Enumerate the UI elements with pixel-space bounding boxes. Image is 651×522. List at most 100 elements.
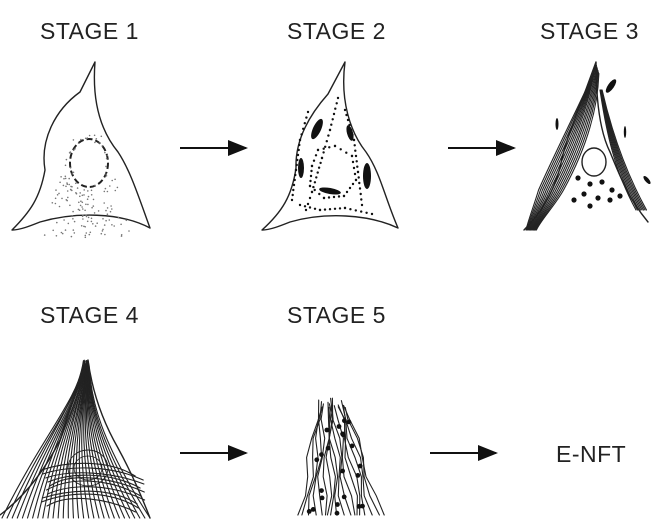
stage-1-granule: [83, 194, 85, 196]
stage-2-dot: [324, 146, 326, 148]
stage-2-neuron: [262, 62, 398, 230]
stage-1-granule: [107, 207, 109, 209]
stage-2-dot: [360, 210, 362, 212]
stage-1-granule: [63, 178, 65, 180]
stage-3-neuron: [524, 62, 651, 230]
stage-2-dot: [309, 185, 311, 187]
stage-1-granule: [66, 159, 68, 161]
stage-1-granule: [65, 176, 67, 178]
stage-1-granule: [105, 166, 107, 168]
stage-1-granule: [89, 234, 91, 236]
stage-1-granule: [65, 178, 67, 180]
stage-1-granule: [56, 235, 58, 237]
stage-1-granule: [60, 176, 62, 178]
stage-3-fibrils: [526, 64, 647, 230]
stage-1-granule: [88, 217, 90, 219]
stage-1-granule: [91, 221, 93, 223]
stage-3-granule: [571, 197, 576, 202]
stage-2-dot: [340, 148, 342, 150]
stage-1-granule: [98, 210, 100, 212]
stage-1-granule: [78, 142, 80, 144]
stage-1-granule: [92, 223, 94, 225]
stage-5-granule: [314, 457, 319, 462]
stage-5-granule: [342, 495, 347, 500]
stage-2-dot: [310, 170, 312, 172]
stage-1-granule: [111, 208, 113, 210]
stage-1-granule: [55, 189, 57, 191]
stage-2-dot: [298, 144, 300, 146]
stage-5-granule: [337, 424, 342, 429]
stage-2-dot: [314, 189, 316, 191]
stage-1-granule: [104, 152, 106, 154]
stage-1-granule: [81, 206, 83, 208]
stage-1-granule: [88, 196, 90, 198]
stage-2-inclusion: [309, 117, 326, 140]
stage-2-dot: [304, 122, 306, 124]
stage-3-inclusion: [604, 78, 618, 95]
stage-1-granule: [74, 221, 76, 223]
stage-1-granule: [73, 139, 75, 141]
stage-2-dot: [349, 187, 351, 189]
stage-1-granule: [80, 139, 82, 141]
stage-1-granule: [73, 229, 75, 231]
stage-2-dot: [323, 148, 325, 150]
stage-5-granule: [307, 509, 312, 514]
stage-2-dot: [313, 160, 315, 162]
stage-1-granule: [91, 194, 93, 196]
stage-1-granule: [57, 194, 59, 196]
stage-2-dot: [318, 193, 320, 195]
stage-5-granule: [340, 469, 345, 474]
stage-2-dot: [309, 180, 311, 182]
stage-1-granule: [61, 198, 63, 200]
stage-1-granule: [56, 222, 58, 224]
stage-1-granule: [71, 190, 73, 192]
stage-2-dot: [302, 128, 304, 130]
stage-3-granule: [607, 197, 612, 202]
stage-2-dot: [358, 182, 360, 184]
stage-2-dot: [327, 134, 329, 136]
stage-1-granule: [68, 223, 70, 225]
stage-1-granule: [87, 204, 89, 206]
stage-2-dot: [322, 151, 324, 153]
stage-1-granule: [111, 224, 113, 226]
stage-1-neuron: [12, 62, 150, 238]
stage-1-granule: [95, 225, 97, 227]
stage-2-dot: [321, 157, 323, 159]
stage-5-granule: [326, 446, 331, 451]
stage-2-dot: [356, 160, 358, 162]
stage-2-dot: [345, 152, 347, 154]
stage-2-dot: [344, 109, 346, 111]
stage-1-granule: [78, 202, 80, 204]
stage-1-granule: [98, 142, 100, 144]
stage-2-dot: [309, 206, 311, 208]
stage-1-granule: [80, 200, 82, 202]
stage-1-granule: [106, 175, 108, 177]
stage-2-dot: [358, 176, 360, 178]
stage-3-inclusion: [624, 126, 626, 138]
stage-1-granule: [101, 233, 103, 235]
stage-5-granule: [335, 511, 340, 516]
stage-1-granule: [102, 218, 104, 220]
stage-5-granule: [325, 428, 330, 433]
stage-2-dot: [319, 162, 321, 164]
stage-1-granule: [105, 188, 107, 190]
stage-1-granule: [93, 199, 95, 201]
stage-1-granule: [71, 236, 73, 238]
stage-1-granule: [79, 196, 81, 198]
stage-1-granule: [72, 216, 74, 218]
stage-1-granule: [71, 173, 73, 175]
stage-2-dot: [332, 118, 334, 120]
stage-2-dot: [294, 174, 296, 176]
stage-2-dot: [311, 191, 313, 193]
stage-1-granule: [65, 165, 67, 167]
stage-2-dot: [351, 155, 353, 157]
stage-5-granule: [347, 420, 352, 425]
stage-1-granule: [85, 237, 87, 239]
stage-2-dot: [355, 155, 357, 157]
stage-1-granule: [77, 187, 79, 189]
stage-5-tangle: [298, 398, 384, 515]
stage-2-dot: [304, 205, 306, 207]
stage-1-granule: [104, 224, 106, 226]
stage-1-granule: [109, 219, 111, 221]
stage-2-dot: [299, 204, 301, 206]
